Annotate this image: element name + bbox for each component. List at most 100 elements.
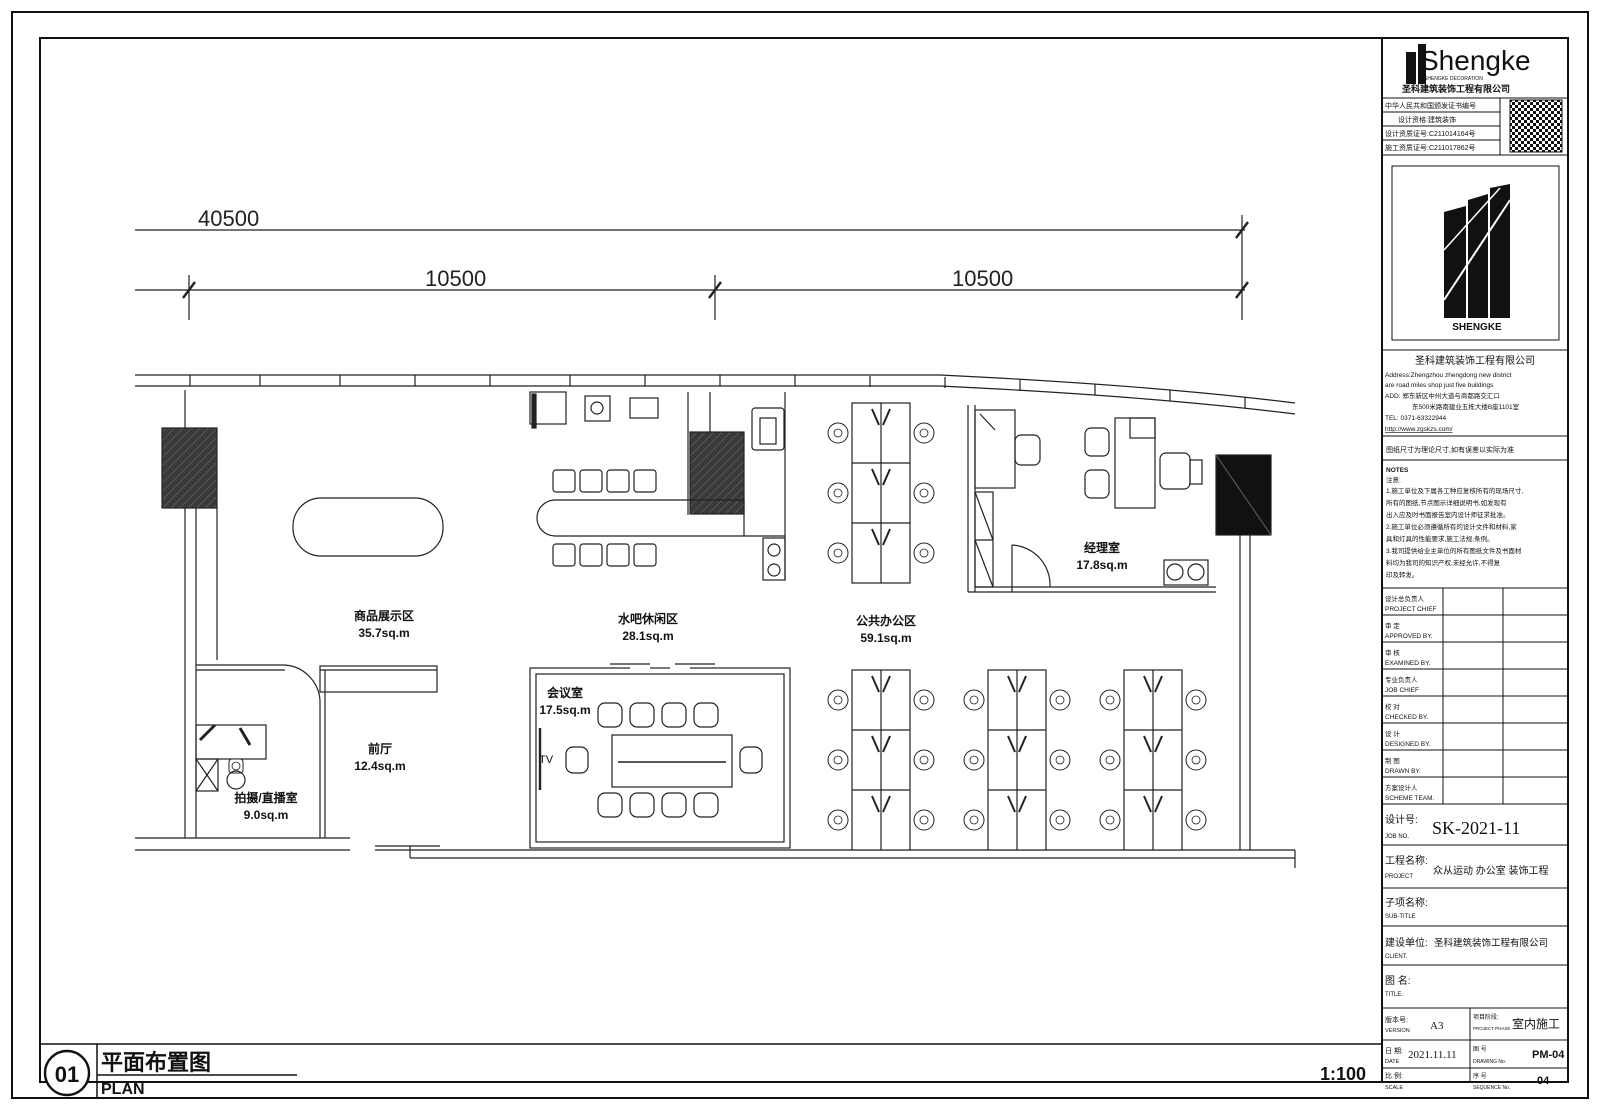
cert-line-1: 中华人民共和国颁发证书编号 [1385, 101, 1476, 110]
company-logo: Shengke SHENGKE DECORATION 圣科建筑装饰工程有限公司 [1402, 44, 1531, 94]
drawing-no-value: PM-04 [1532, 1049, 1565, 1061]
job-no-label: 设计号: [1385, 813, 1418, 826]
role-cn-approved: 审 定 [1385, 621, 1400, 630]
version-value: A3 [1430, 1020, 1444, 1032]
phase-value: 室内施工 [1512, 1016, 1560, 1031]
scale-label: 比 例: [1385, 1071, 1403, 1080]
scale-label-en: SCALE [1385, 1085, 1403, 1091]
disclaimer: 图纸尺寸为理论尺寸,如有误差以实际为准 [1386, 445, 1514, 454]
outer-border [11, 11, 1589, 1099]
room-area-manager: 17.8sq.m [1076, 558, 1127, 572]
sequence-label-en: SEQUENCE No. [1473, 1085, 1510, 1091]
project-value: 众从运动 办公室 装饰工程 [1433, 864, 1549, 877]
drawing-no-label: 图 号 [1473, 1046, 1487, 1053]
role-en-approved: APPROVED BY. [1385, 633, 1433, 640]
role-cn-scheme: 方案设计人 [1385, 783, 1418, 792]
room-name-lobby: 前厅 [368, 741, 392, 756]
column-bar [689, 431, 745, 515]
role-en-designed: DESIGNED BY. [1385, 741, 1431, 748]
logo-subtitle-cn: 圣科建筑装饰工程有限公司 [1402, 83, 1510, 94]
room-name-manager: 经理室 [1084, 540, 1120, 555]
drawing-title-en: PLAN [101, 1081, 145, 1098]
room-area-office: 59.1sq.m [860, 631, 911, 645]
note-line-4: 2.施工单位必须遵循所有的设计文件和材料,家 [1386, 522, 1517, 531]
note-line-1: 1.施工单位及下属各工种应复核所有的现场尺寸, [1386, 486, 1523, 495]
role-en-job-chief: JOB CHIEF [1385, 687, 1419, 694]
address-line-2: are road miles shop just five buildings [1385, 382, 1494, 389]
room-area-studio: 9.0sq.m [244, 808, 289, 822]
role-en-scheme: SCHEME TEAM. [1385, 795, 1435, 802]
title-label: 图 名: [1385, 974, 1411, 987]
role-cn-drawn: 制 图 [1385, 756, 1400, 765]
dimension-lines [135, 215, 1249, 320]
phase-label-en: PROJECT PHASE [1473, 1026, 1510, 1031]
subtitle-label-en: SUB-TITLE [1385, 914, 1416, 920]
project-label-en: PROJECT [1385, 874, 1413, 880]
brand-mark-text: SHENGKE [1452, 322, 1502, 333]
drawing-number-circle [43, 1049, 91, 1097]
client-label-en: CLIENT. [1385, 954, 1408, 960]
drawing-number: 01 [55, 1062, 79, 1087]
role-cn-checked: 校 对 [1385, 702, 1400, 711]
job-no-label-en: JOB NO. [1385, 834, 1409, 840]
note-line-6: 3.我司提供给业主单位的所有图纸文件及书面材 [1386, 546, 1522, 555]
qr-code [1509, 99, 1563, 153]
logo-text: Shengke [1420, 45, 1531, 76]
note-line-2: 所有的图纸,节点图示详细说明书,如发现有 [1386, 498, 1507, 507]
cert-line-4: 施工资质证号:C211017862号 [1385, 143, 1476, 152]
role-en-project-chief: PROJECT CHIEF [1385, 606, 1437, 613]
room-name-office: 公共办公区 [856, 613, 916, 628]
cert-line-3: 设计资质证号:C211014164号 [1385, 129, 1476, 138]
date-label: 日 期: [1385, 1047, 1403, 1055]
cert-line-2: 设计资格:建筑装饰 [1398, 115, 1456, 124]
version-label: 版本号: [1385, 1015, 1408, 1024]
note-line-8: 印及转发。 [1386, 570, 1419, 579]
date-value: 2021.11.11 [1408, 1049, 1457, 1061]
role-cn-project-chief: 设计总负责人 [1385, 594, 1425, 603]
room-name-bar: 水吧休闲区 [618, 611, 678, 626]
drawing-scale: 1:100 [1320, 1064, 1366, 1084]
note-line-3: 出入应及时书面报告室内设计师征求批准。 [1386, 510, 1510, 519]
version-label-en: VERSION [1385, 1028, 1410, 1034]
role-cn-job-chief: 专业负责人 [1385, 675, 1418, 684]
dimension-segment-1: 10500 [425, 266, 486, 291]
dimension-segment-2: 10500 [952, 266, 1013, 291]
drawing-title-cn: 平面布置图 [101, 1050, 211, 1075]
notes-title: NOTES [1386, 467, 1409, 474]
room-name-display: 商品展示区 [354, 608, 414, 623]
note-line-5: 具和灯具的性能要求,施工法规,条例。 [1386, 534, 1494, 543]
role-en-checked: CHECKED BY. [1385, 714, 1428, 721]
phase-label: 项目阶段: [1473, 1013, 1499, 1021]
brand-mark: SHENGKE [1443, 184, 1511, 333]
title-label-en: TITLE. [1385, 992, 1403, 998]
room-area-bar: 28.1sq.m [622, 629, 673, 643]
room-area-display: 35.7sq.m [358, 626, 409, 640]
address-line-3: ADD: 郑东新区中州大道与商都路交汇口 [1385, 391, 1500, 400]
client-value: 圣科建筑装饰工程有限公司 [1434, 937, 1548, 949]
room-area-meeting: 17.5sq.m [539, 703, 590, 717]
job-no-value: SK-2021-11 [1432, 818, 1520, 838]
client-label: 建设单位: [1385, 936, 1428, 949]
role-en-examined: EXAMINED BY. [1385, 660, 1431, 667]
project-label: 工程名称: [1385, 854, 1428, 867]
date-label-en: DATE [1385, 1059, 1400, 1065]
drawing-no-label-en: DRAWING No. [1473, 1059, 1506, 1065]
tv-label: TV [539, 754, 554, 766]
dimension-overall: 40500 [198, 206, 259, 231]
subtitle-label: 子项名称: [1385, 896, 1428, 909]
note-line-7: 料均为我司的知识产权,未经允许,不得复 [1386, 558, 1501, 567]
address-line-5: TEL: 0371-63322944 [1385, 415, 1446, 422]
inner-border [39, 37, 1569, 1083]
room-name-studio: 拍摄/直播室 [234, 790, 297, 805]
sequence-value: 04 [1537, 1075, 1550, 1087]
notes-subtitle: 注意: [1386, 475, 1401, 484]
role-cn-designed: 设 计 [1385, 729, 1400, 738]
address-link[interactable]: http://www.zgskzs.com/ [1385, 426, 1453, 433]
address-line-4: 东500米路南建业五栋大楼B座1101室 [1412, 402, 1520, 411]
sequence-label: 序 号 [1473, 1072, 1487, 1080]
floor-plan [135, 374, 1296, 868]
address-line-1: Address:Zhengzhou zhengdong new district [1385, 372, 1512, 379]
logo-subtitle-en: SHENGKE DECORATION [1424, 76, 1483, 82]
column-left [161, 427, 218, 509]
